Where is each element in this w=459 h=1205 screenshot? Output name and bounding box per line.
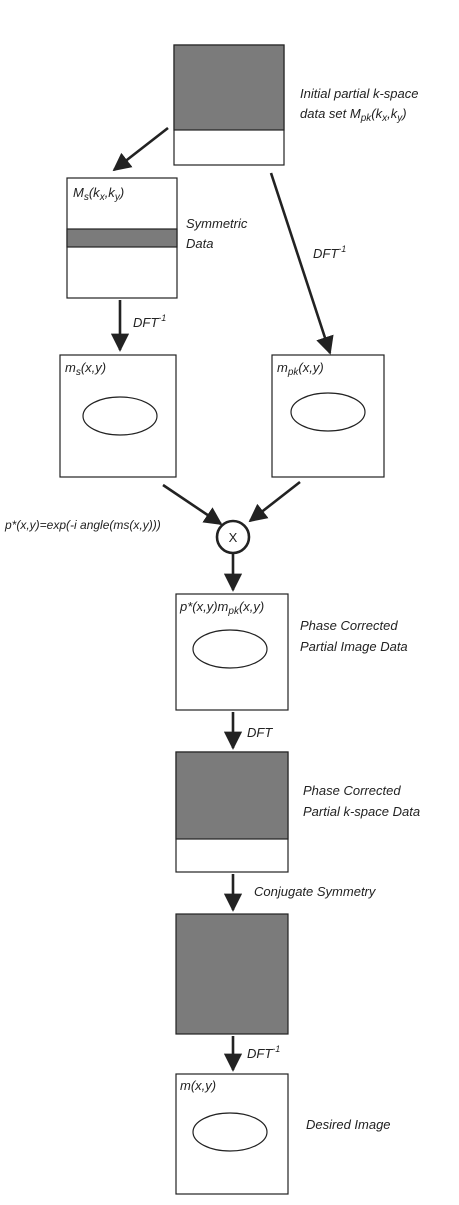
final-image-label: m(x,y)	[180, 1078, 216, 1093]
multiply-node	[215, 519, 251, 555]
pc-kspace-label-line1: Phase Corrected	[303, 783, 401, 798]
symmetric-label-line1: Symmetric	[186, 216, 248, 231]
desired-image-label: Desired Image	[306, 1117, 391, 1132]
arrow-to-mpk	[269, 172, 334, 355]
pc-image-box	[175, 593, 289, 711]
dft-label: DFT	[247, 725, 273, 740]
pc-kspace-box	[175, 751, 289, 873]
symmetric-data-box	[66, 177, 178, 299]
ms-xy-label: ms(x,y)	[65, 360, 106, 378]
dft-inverse-bottom-label: DFT-1	[247, 1044, 280, 1061]
dft-inverse-right-label: DFT-1	[313, 244, 346, 261]
phase-formula-label: p*(x,y)=exp(-i angle(ms(x,y)))	[4, 518, 161, 532]
mpk-image-box	[271, 354, 385, 478]
ms-k-label: Ms(kx,ky)	[73, 185, 124, 203]
dft-inverse-left-label: DFT-1	[133, 313, 166, 330]
initial-kspace-label-line1: Initial partial k-space	[300, 86, 419, 101]
conjugate-symmetry-label: Conjugate Symmetry	[254, 884, 377, 899]
arrow-ms-to-multiply	[162, 483, 223, 526]
arrow-to-symmetric	[112, 126, 169, 172]
pc-image-label-line1: Phase Corrected	[300, 618, 398, 633]
initial-kspace-label-line2: data set Mpk(kx,ky)	[300, 106, 407, 124]
pc-image-box-label: p*(x,y)mpk(x,y)	[179, 599, 264, 617]
final-image-box	[175, 1073, 289, 1195]
full-kspace-box	[175, 913, 289, 1035]
pc-kspace-label-line2: Partial k-space Data	[303, 804, 420, 819]
symmetric-label-line2: Data	[186, 236, 213, 251]
ms-image-box	[59, 354, 177, 478]
initial-kspace-box	[173, 44, 285, 166]
mpk-xy-label: mpk(x,y)	[277, 360, 324, 378]
multiply-symbol: X	[229, 530, 238, 545]
arrow-mpk-to-multiply	[248, 480, 301, 523]
pc-image-label-line2: Partial Image Data	[300, 639, 408, 654]
